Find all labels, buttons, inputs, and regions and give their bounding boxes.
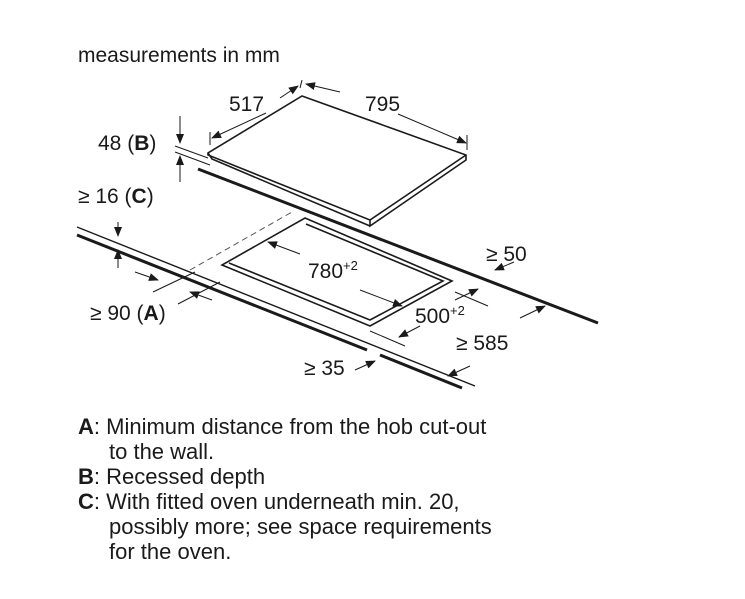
rear-worktop-edge — [197, 167, 599, 325]
rear-clearance-label: ≥ 50 — [486, 243, 527, 266]
legend-text-cont: possibly more; see space requirements — [109, 514, 492, 539]
legend-item-c: C: With fitted oven underneath min. 20, — [78, 489, 492, 514]
dimension-lines — [114, 79, 546, 377]
legend-key: B — [78, 464, 94, 489]
legend: A: Minimum distance from the hob cut-out… — [78, 414, 492, 564]
legend-text: : With fitted oven underneath min. 20, — [93, 489, 460, 514]
cutout-depth-label: 500+2 — [415, 303, 465, 328]
recessed-depth-label: 48 (B) — [98, 132, 156, 155]
hob — [207, 95, 467, 228]
front-clearance-label: ≥ 35 — [304, 357, 345, 380]
worktop-thickness-label: ≥ 16 (C) — [78, 185, 154, 208]
dashed-guide — [189, 211, 293, 271]
hob-width-label: 795 — [365, 93, 400, 116]
legend-text-cont: to the wall. — [109, 439, 215, 464]
worktop-depth-label: ≥ 585 — [456, 332, 508, 355]
legend-key: C — [78, 489, 94, 514]
legend-key: A — [78, 414, 94, 439]
legend-item-b: B: Recessed depth — [78, 464, 492, 489]
front-worktop-edge — [76, 226, 476, 390]
legend-text-cont: for the oven. — [109, 539, 232, 564]
wall-distance-label: ≥ 90 (A) — [90, 302, 166, 325]
cutout-width-label: 780+2 — [308, 258, 358, 283]
cutout — [220, 217, 454, 327]
legend-text: : Recessed depth — [93, 464, 266, 489]
legend-text: : Minimum distance from the hob cut-out — [93, 414, 487, 439]
title: measurements in mm — [78, 44, 280, 67]
legend-item-a: A: Minimum distance from the hob cut-out — [78, 414, 492, 439]
hob-depth-label: 517 — [229, 93, 264, 116]
